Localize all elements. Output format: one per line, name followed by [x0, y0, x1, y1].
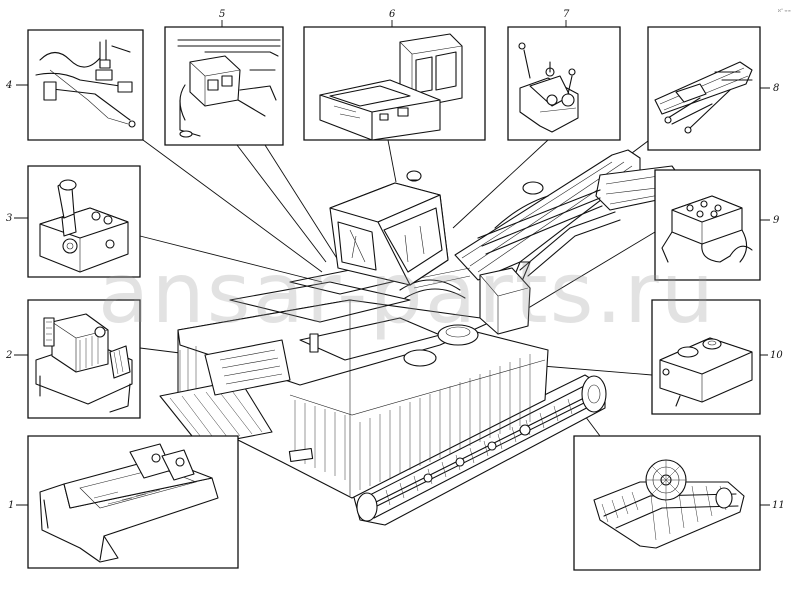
- leader-line-10: [529, 364, 653, 376]
- detail-box-5: [164, 26, 284, 146]
- detail-box-6: [303, 26, 486, 141]
- callout-3: 3: [6, 213, 12, 224]
- detail-box-7: [507, 26, 621, 141]
- leader-line-3: [139, 235, 323, 283]
- callout-1: 1: [8, 500, 14, 511]
- leader-line-4: [142, 139, 323, 273]
- callout-7: 7: [563, 9, 570, 20]
- callout-11: 11: [772, 500, 785, 511]
- detail-box-2: [27, 299, 141, 419]
- upper-structure: [159, 267, 549, 499]
- main-excavator: [159, 149, 683, 526]
- leader-line-7: [452, 139, 549, 229]
- detail-box-9: [654, 169, 761, 281]
- callout-4: 4: [5, 80, 12, 91]
- undercarriage: [351, 374, 607, 526]
- leader-line-5a: [236, 144, 327, 263]
- callout-9: 9: [773, 215, 780, 226]
- detail-box-10: [651, 299, 761, 415]
- callout-10: 10: [770, 350, 783, 361]
- leader-line-9: [504, 231, 656, 323]
- callout-8: 8: [773, 83, 779, 94]
- detail-box-4: [27, 29, 144, 141]
- watermark: ansar-parts.ru: [98, 244, 716, 342]
- corner-code: ℵ° ∞∞: [778, 8, 791, 13]
- leader-line-5b: [264, 144, 339, 261]
- leader-line-6: [387, 139, 397, 183]
- detail-box-11: [573, 435, 761, 571]
- detail-box-3: [27, 165, 141, 278]
- callout-5: 5: [219, 9, 225, 20]
- detail-box-1: [27, 435, 239, 569]
- callout-numbers: 4 5 6 7 8 3 9 2 10 1 11: [5, 9, 785, 511]
- callout-6: 6: [389, 9, 396, 20]
- cab: [329, 170, 449, 286]
- callout-2: 2: [5, 350, 12, 361]
- detail-box-8: [647, 26, 761, 151]
